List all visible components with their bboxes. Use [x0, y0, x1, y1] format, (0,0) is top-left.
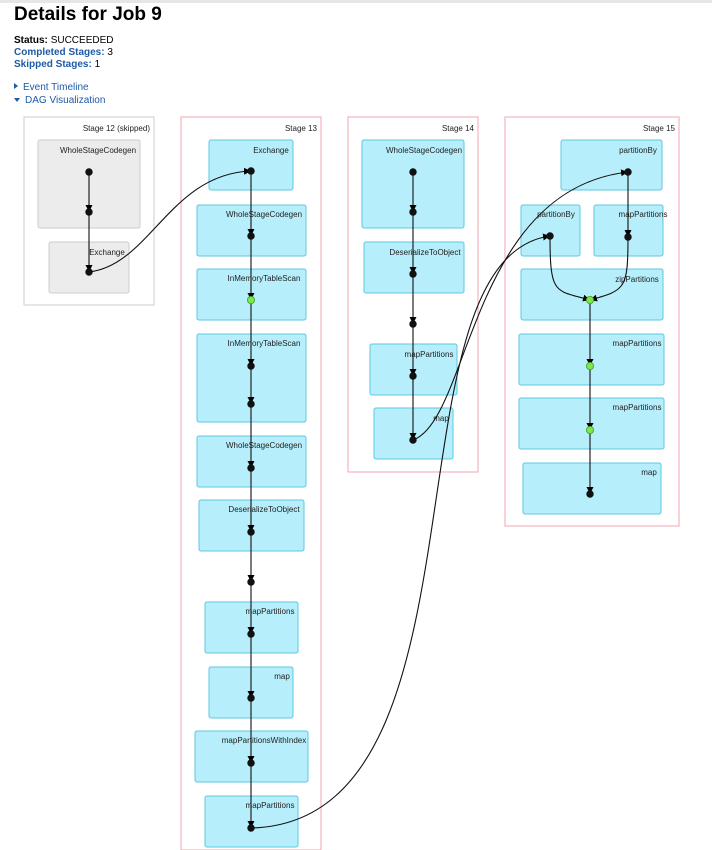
event-timeline-toggle[interactable]: Event Timeline: [14, 81, 105, 94]
status-label: Status:: [14, 35, 48, 46]
rdd-dot: [247, 528, 255, 536]
rdd-dot: [247, 630, 255, 638]
dag-node-label: Exchange: [253, 146, 289, 155]
dag-node-label: mapPartitions: [613, 339, 662, 348]
rdd-dot: [85, 208, 93, 216]
dag-node-label: InMemoryTableScan: [228, 274, 301, 283]
dag-node[interactable]: partitionBy: [560, 139, 663, 191]
dag-node-label: mapPartitions: [246, 801, 295, 810]
rdd-dot: [409, 436, 417, 444]
cached-rdd-dot: [586, 295, 595, 304]
dag-node[interactable]: map: [522, 462, 662, 515]
dag-node[interactable]: mapPartitions: [518, 333, 665, 386]
collapse-arrow-icon: [14, 98, 20, 102]
dag-node-label: mapPartitions: [613, 403, 662, 412]
dag-visualization-label: DAG Visualization: [25, 95, 106, 106]
dag-node[interactable]: mapPartitions: [593, 204, 668, 257]
dag-node-label: WholeStageCodegen: [386, 146, 462, 155]
dag-node-label: WholeStageCodegen: [226, 441, 302, 450]
completed-stages-row: Completed Stages: 3: [14, 47, 113, 59]
rdd-dot: [247, 362, 255, 370]
dag-node-label: Exchange: [89, 248, 125, 257]
top-divider: [0, 0, 712, 3]
skipped-stages-link[interactable]: Skipped Stages:: [14, 59, 92, 70]
rdd-dot: [247, 400, 255, 408]
expand-arrow-icon: [14, 83, 18, 89]
stage-label: Stage 14: [442, 124, 475, 133]
dag-visualization-toggle[interactable]: DAG Visualization: [14, 94, 105, 107]
rdd-dot: [247, 464, 255, 472]
dag-edge: [412, 169, 629, 441]
rdd-dot: [409, 320, 417, 328]
dag-node-label: mapPartitionsWithIndex: [222, 736, 306, 745]
completed-stages-link[interactable]: Completed Stages:: [14, 47, 105, 58]
rdd-dot: [546, 232, 554, 240]
rdd-dot: [409, 208, 417, 216]
cached-rdd-dot: [586, 361, 595, 370]
dag-node[interactable]: Exchange: [208, 139, 294, 191]
rdd-dot: [586, 490, 594, 498]
dag-node-label: zipPartitions: [615, 275, 659, 284]
dag-edge: [589, 236, 629, 302]
rdd-dot: [247, 824, 255, 832]
dag-node[interactable]: zipPartitions: [520, 268, 664, 321]
page-title: Details for Job 9: [14, 4, 162, 25]
rdd-dot: [247, 694, 255, 702]
stage-label: Stage 12 (skipped): [83, 124, 150, 133]
visualization-toggles: Event Timeline DAG Visualization: [14, 81, 105, 107]
stage-label: Stage 13: [285, 124, 318, 133]
cached-rdd-dot: [246, 295, 255, 304]
rdd-dot: [409, 168, 417, 176]
dag-node-label: WholeStageCodegen: [60, 146, 136, 155]
event-timeline-label: Event Timeline: [23, 82, 89, 93]
skipped-stages-count: 1: [94, 59, 101, 70]
dag-node-label: InMemoryTableScan: [228, 339, 301, 348]
rdd-dot: [247, 759, 255, 767]
skipped-stages-row: Skipped Stages: 1: [14, 59, 113, 71]
dag-node-box: [560, 139, 663, 191]
rdd-dot: [409, 270, 417, 278]
dag-node-label: mapPartitions: [405, 350, 454, 359]
dag-node-label: DeserializeToObject: [228, 505, 300, 514]
stage-3: Stage 15 partitionBy partitionBy mapPartiti…: [504, 116, 680, 527]
dag-edge: [250, 233, 551, 829]
dag-node-label: partitionBy: [619, 146, 657, 155]
rdd-dot: [247, 167, 255, 175]
dag-node-label: DeserializeToObject: [389, 248, 461, 257]
status-value: SUCCEEDED: [50, 35, 114, 46]
dag-node-label: partitionBy: [537, 210, 575, 219]
rdd-dot: [624, 233, 632, 241]
dag-node-label: map: [274, 672, 290, 681]
rdd-dot: [85, 168, 93, 176]
dag-edge: [88, 167, 252, 273]
dag-edge: [549, 235, 591, 302]
rdd-dot: [624, 168, 632, 176]
dag-node-label: map: [433, 414, 449, 423]
dag-node[interactable]: mapPartitions: [518, 397, 665, 450]
rdd-dot: [247, 578, 255, 586]
rdd-dot: [247, 232, 255, 240]
job-summary: Status: SUCCEEDED Completed Stages: 3 Sk…: [14, 35, 113, 71]
dag-node-label: mapPartitions: [619, 210, 668, 219]
dag-node-box: [520, 268, 664, 321]
completed-stages-count: 3: [107, 47, 113, 58]
rdd-dot: [85, 268, 93, 276]
dag-node-label: mapPartitions: [246, 607, 295, 616]
cached-rdd-dot: [586, 425, 595, 434]
rdd-dot: [409, 372, 417, 380]
dag-node[interactable]: DeserializeToObject: [363, 241, 465, 294]
status-row: Status: SUCCEEDED: [14, 35, 113, 47]
dag-node-label: map: [641, 468, 657, 477]
dag-node-label: WholeStageCodegen: [226, 210, 302, 219]
stage-label: Stage 15: [643, 124, 676, 133]
